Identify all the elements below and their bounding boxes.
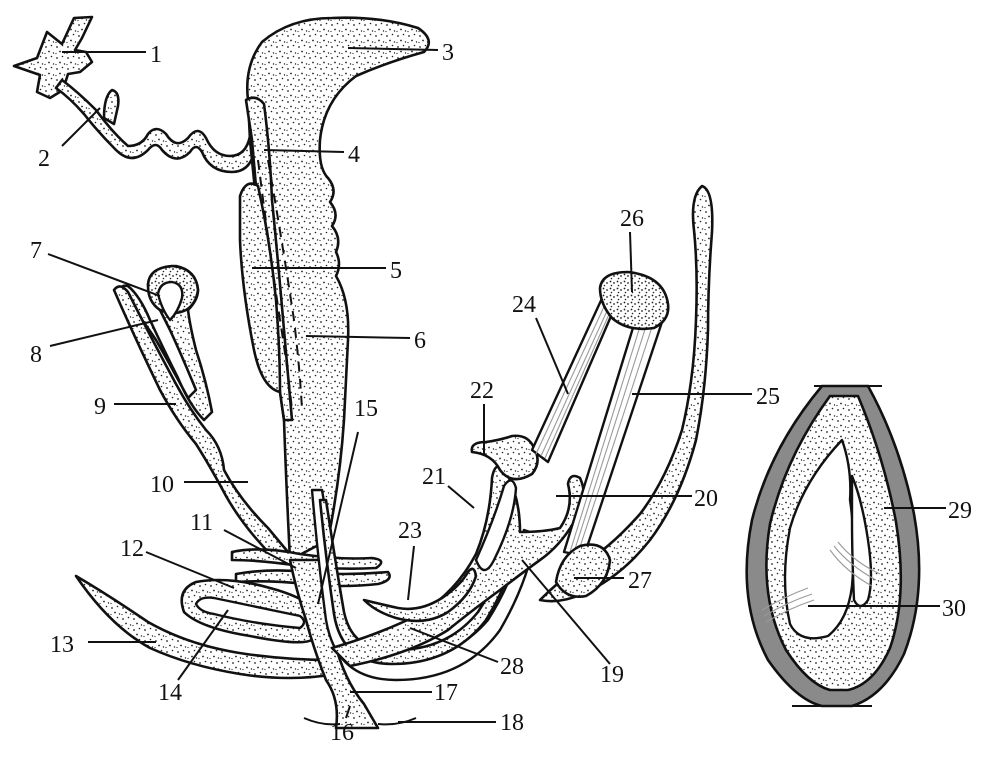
label-4: 4: [348, 142, 360, 168]
pillar-left-fibers-a: [536, 298, 608, 454]
label-12: 12: [120, 536, 144, 562]
label-20: 20: [694, 486, 718, 512]
label-27: 27: [628, 568, 652, 594]
label-30: 30: [942, 596, 966, 622]
label-2: 2: [38, 146, 50, 172]
label-3: 3: [442, 40, 454, 66]
label-22: 22: [470, 378, 494, 404]
label-28: 28: [500, 654, 524, 680]
label-1: 1: [150, 42, 162, 68]
label-15: 15: [354, 396, 378, 422]
label-7: 7: [30, 238, 42, 264]
label-6: 6: [414, 328, 426, 354]
label-13: 13: [50, 632, 74, 658]
label-23: 23: [398, 518, 422, 544]
label-5: 5: [390, 258, 402, 284]
style-hook: [104, 90, 118, 124]
label-19: 19: [600, 662, 624, 688]
label-21: 21: [422, 464, 446, 490]
label-17: 17: [434, 680, 458, 706]
label-16: 16: [330, 720, 354, 746]
label-29: 29: [948, 498, 972, 524]
label-8: 8: [30, 342, 42, 368]
label-25: 25: [756, 384, 780, 410]
label-14: 14: [158, 680, 182, 706]
label-18: 18: [500, 710, 524, 736]
label-26: 26: [620, 206, 644, 232]
label-11: 11: [190, 510, 213, 536]
stigma-star: [14, 17, 92, 98]
right-branch-hook: [472, 436, 538, 479]
wavy-style: [56, 80, 256, 172]
label-10: 10: [150, 472, 174, 498]
label-24: 24: [512, 292, 536, 318]
label-9: 9: [94, 394, 106, 420]
